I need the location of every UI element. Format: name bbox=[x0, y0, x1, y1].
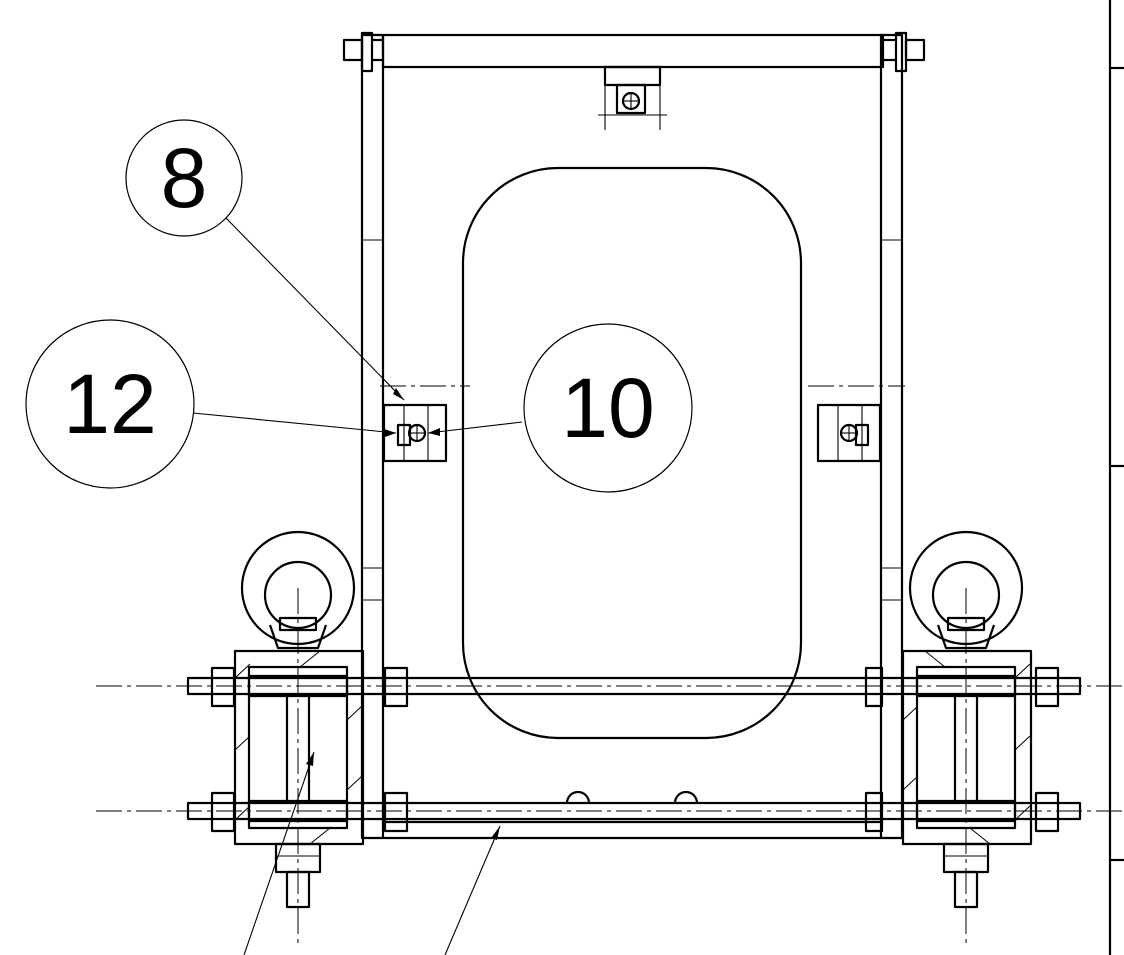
top-bracket bbox=[598, 65, 667, 130]
right-clamp bbox=[816, 403, 882, 463]
balloon-8: 8 bbox=[125, 119, 243, 237]
balloon-10: 10 bbox=[523, 323, 693, 493]
balloon-12-label: 12 bbox=[63, 357, 156, 451]
right-pivot-block bbox=[901, 530, 1033, 909]
threaded-rods bbox=[186, 676, 1082, 821]
window-cutout bbox=[461, 166, 803, 740]
left-clamp bbox=[382, 403, 448, 463]
rod-nuts bbox=[210, 666, 1060, 833]
balloon-12: 12 bbox=[25, 319, 195, 489]
balloon-8-label: 8 bbox=[161, 131, 208, 225]
bottom-holes bbox=[565, 790, 699, 804]
leader-lines bbox=[192, 217, 523, 955]
balloon-10-label: 10 bbox=[561, 361, 654, 455]
left-pivot-block bbox=[233, 530, 365, 909]
title-block-edge bbox=[1108, 0, 1124, 955]
